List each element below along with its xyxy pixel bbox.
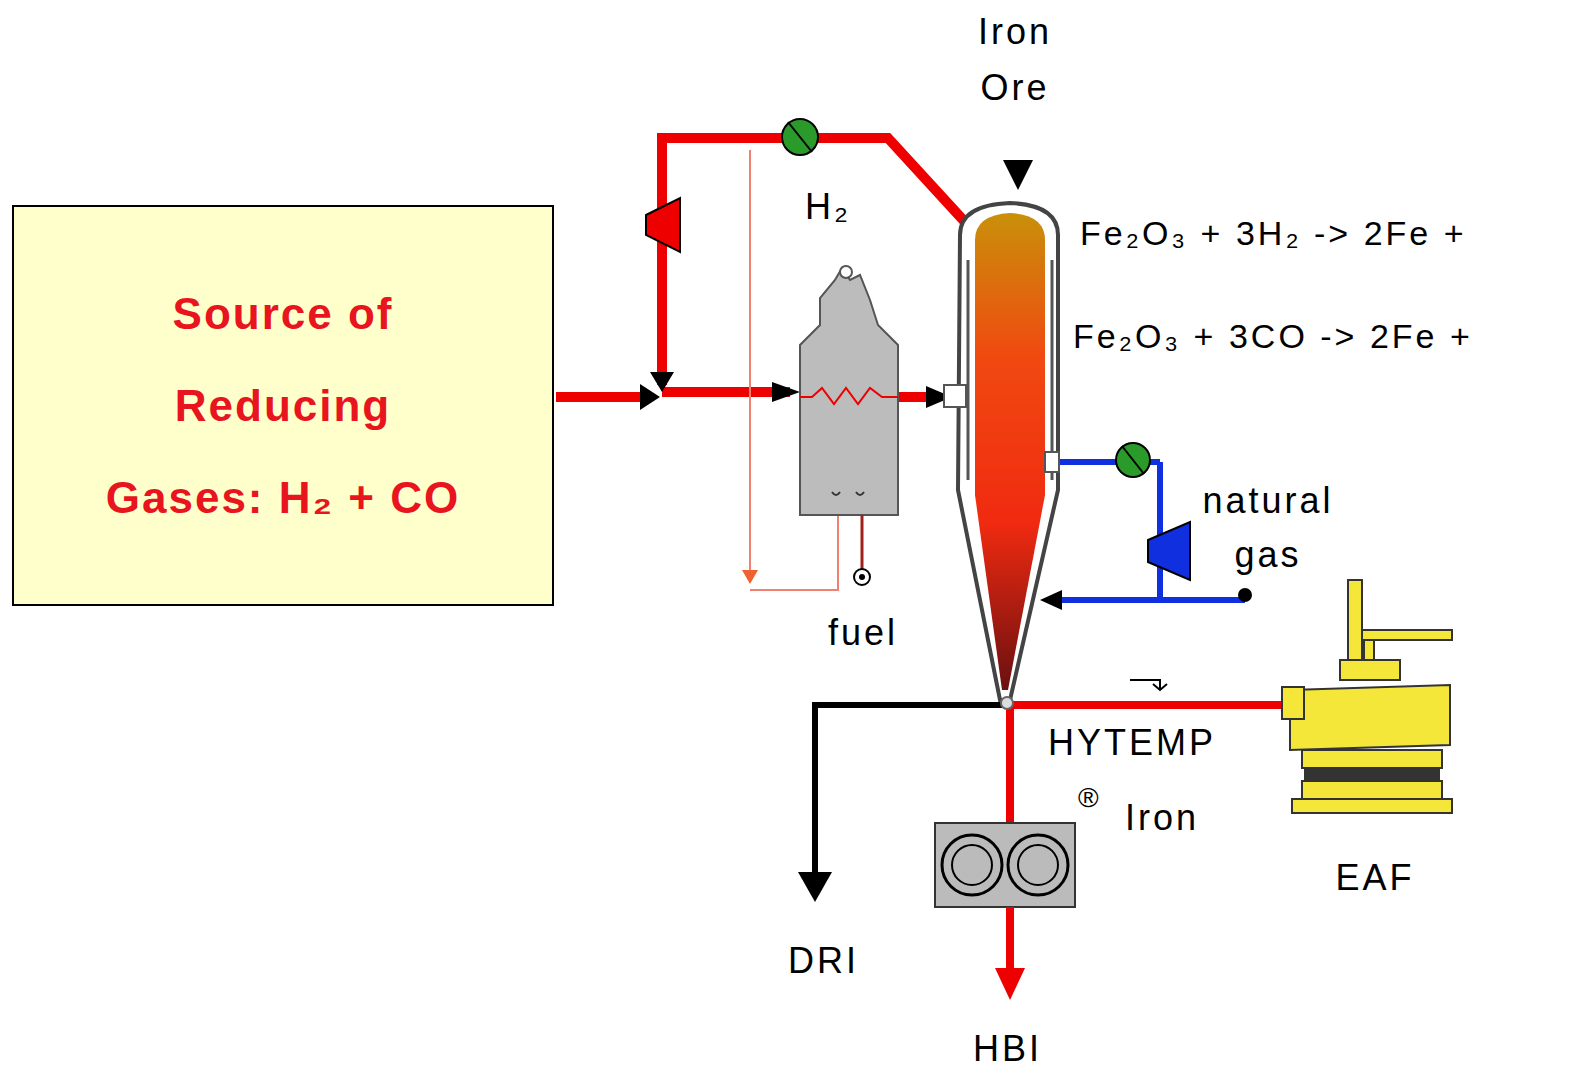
label-text: Fe₂O₃ + 3H₂ -> 2Fe + xyxy=(1080,214,1467,253)
label-text: HYTEMP xyxy=(1048,722,1216,763)
eaf-label: EAF xyxy=(1280,857,1470,899)
label-text: Fe₂O₃ + 3CO -> 2Fe + xyxy=(1073,317,1473,356)
label-text: Iron xyxy=(1125,797,1199,838)
label-text: H₂ xyxy=(805,186,851,227)
label-text: fuel xyxy=(828,612,898,653)
label-text: Iron Ore xyxy=(960,4,1070,116)
label-text: HBI xyxy=(973,1028,1042,1069)
furnace-icon xyxy=(1280,575,1470,825)
label-text: ® xyxy=(1078,782,1102,814)
eaf-furnace: EAF xyxy=(1280,575,1470,905)
source-box: Source of Reducing Gases: H₂ + CO xyxy=(12,205,554,606)
source-text: Source of Reducing Gases: H₂ + CO xyxy=(93,268,473,544)
label-text: natural gas xyxy=(1188,474,1348,582)
label-text: DRI xyxy=(788,940,859,981)
